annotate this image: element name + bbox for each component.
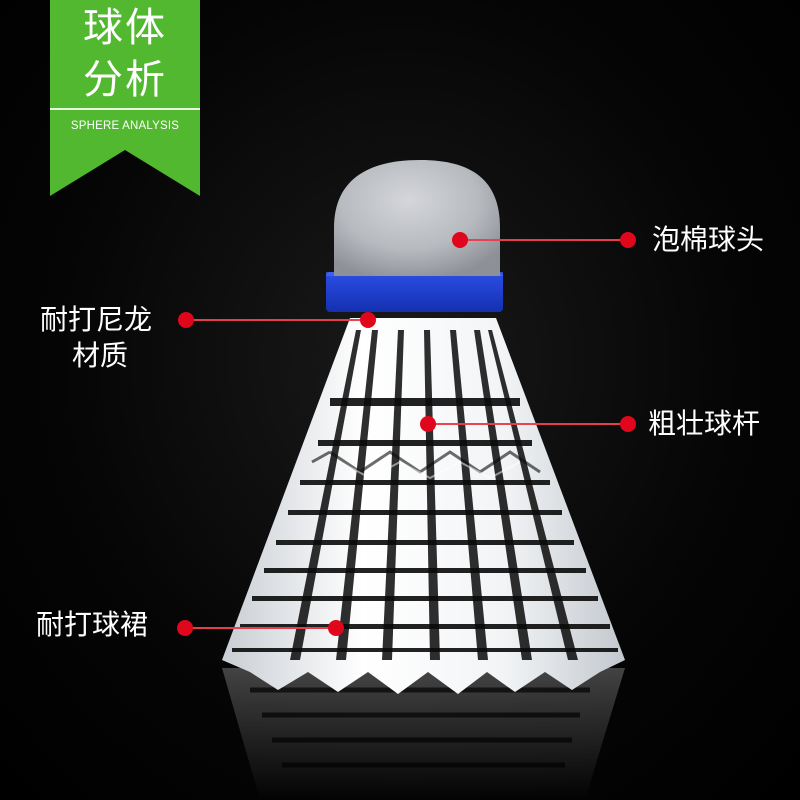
nylon-material-label-line1: 耐打尼龙: [40, 303, 153, 336]
banner-title-line2: 分析: [83, 57, 167, 103]
foam-head-marker: [452, 232, 468, 248]
callout-markers: [177, 232, 636, 636]
shaft-marker: [420, 416, 436, 432]
skirt-marker: [177, 620, 193, 636]
banner-divider: [50, 108, 200, 110]
floor-reflection: [222, 668, 625, 800]
nylon-material-label-line2: 材质: [72, 339, 129, 372]
foam-head-label: 泡棉球头: [652, 223, 765, 256]
foam-head: [334, 160, 500, 276]
sturdy-shaft-label: 粗壮球杆: [648, 407, 761, 440]
banner-subtitle: SPHERE ANALYSIS: [70, 120, 180, 132]
durable-skirt-label: 耐打球裙: [36, 608, 149, 641]
nylon-marker: [178, 312, 194, 328]
banner-ribbon: [50, 0, 200, 196]
section-banner: 球体 分析 SPHERE ANALYSIS: [50, 0, 200, 196]
blue-band: [326, 272, 503, 312]
nylon-skirt: [222, 318, 625, 694]
banner-title-line1: 球体: [83, 5, 167, 51]
